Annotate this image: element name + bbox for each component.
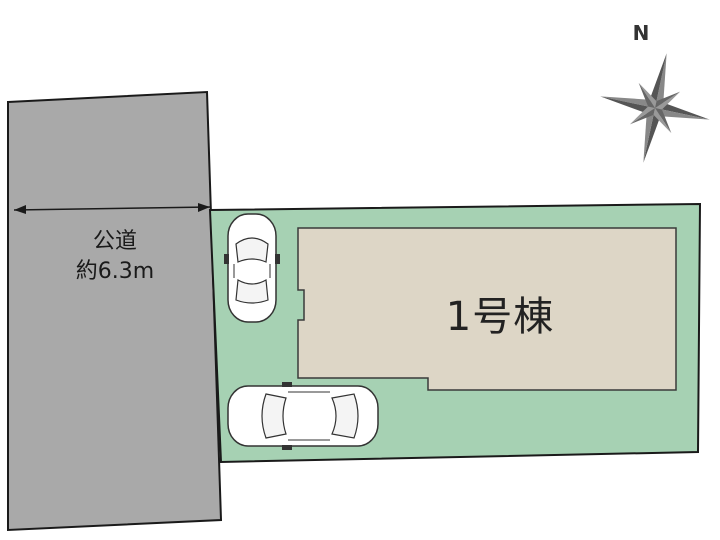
car-icon	[227, 382, 379, 450]
road-width-label: 約6.3m	[75, 259, 155, 284]
road-width-dimension	[13, 203, 211, 214]
compass-rose-icon	[600, 53, 710, 163]
building-label: 1号棟	[445, 294, 555, 340]
car-icon	[224, 213, 280, 323]
public-road	[7, 90, 223, 532]
building-footprint	[297, 227, 677, 391]
compass-north-label: N	[633, 21, 650, 45]
road-name-label: 公道	[92, 229, 137, 254]
